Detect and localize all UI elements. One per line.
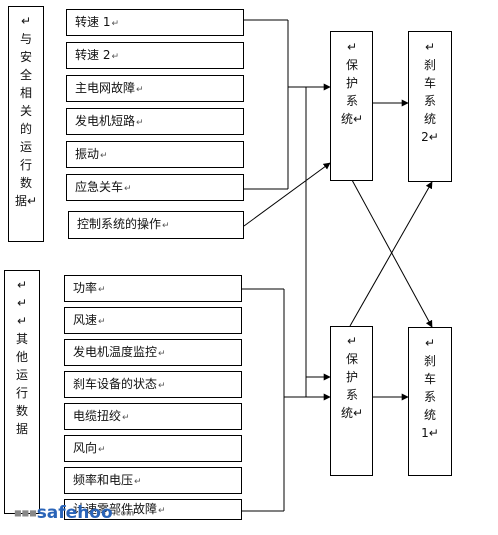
protection-system-bottom-label: ↵ 保 护 系 统↵ [340,334,364,420]
input-box-brake-state: 刹车设备的状态↵ [64,371,242,398]
input-box-speed-2: 转速 2↵ [66,42,244,69]
other-data-label: ↵ ↵ ↵ 其 他 运 行 数 据 [15,278,28,436]
input-box-speed-1: 转速 1↵ [66,9,244,36]
brake-system-2 [408,31,452,182]
protection-system-bottom [330,326,373,476]
input-box-grid-fault: 主电网故障↵ [66,75,244,102]
protection-system-top [330,31,373,181]
input-box-generator-temp: 发电机温度监控↵ [64,339,242,366]
input-box-cable-twist: 电缆扭绞↵ [64,403,242,430]
other-data-group [4,270,40,514]
safety-data-group [8,6,44,242]
input-box-control-operation: 控制系统的操作↵ [68,211,244,239]
protection-system-top-label: ↵ 保 护 系 统↵ [340,40,364,126]
site-watermark: ■■■safehoo.com [14,503,135,523]
input-box-power: 功率↵ [64,275,242,302]
input-box-emergency-stop: 应急关车↵ [66,174,244,201]
safety-data-label: ↵ 与 安 全 相 关 的 运 行 数 据↵ [14,14,38,208]
input-box-frequency-voltage: 频率和电压↵ [64,467,242,494]
input-box-speed-component-fault: 计速零部件故障↵ [64,499,242,520]
input-box-vibration: 振动↵ [66,141,244,168]
input-box-wind-speed: 风速↵ [64,307,242,334]
brake-system-1 [408,327,452,476]
brake-system-2-label: ↵ 刹 车 系 统 2↵ [421,40,439,144]
brake-system-1-label: ↵ 刹 车 系 统 1↵ [421,336,439,440]
input-box-generator-short: 发电机短路↵ [66,108,244,135]
input-box-wind-direction: 风向↵ [64,435,242,462]
